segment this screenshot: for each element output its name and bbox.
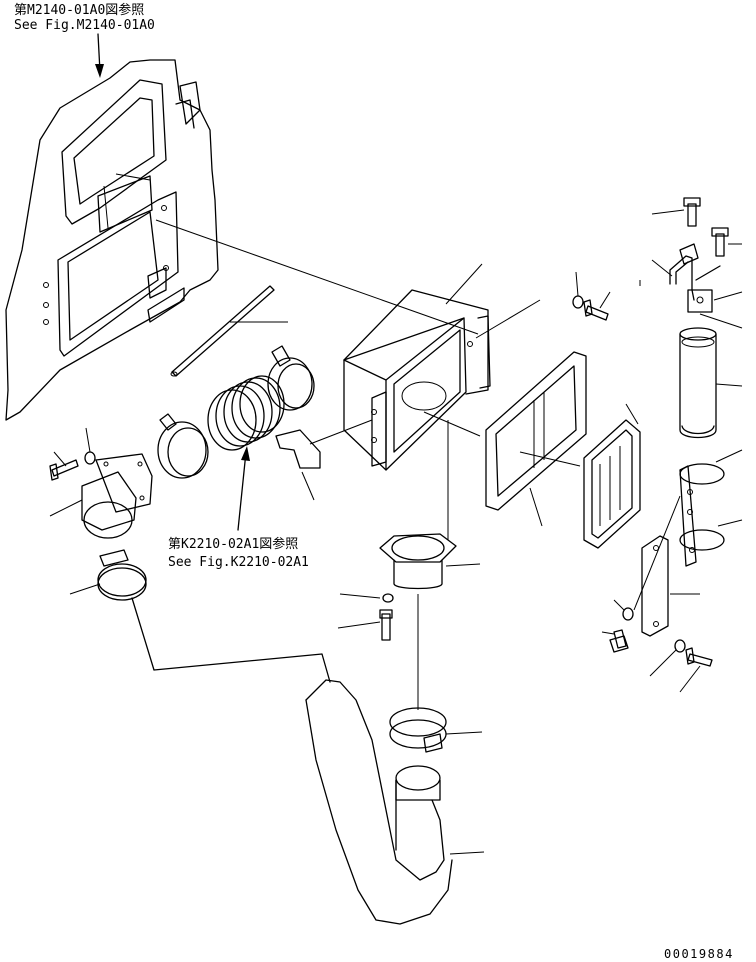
flange-bolt xyxy=(49,451,79,481)
filter-element xyxy=(583,403,641,549)
bolt-r xyxy=(601,629,629,653)
reference-label-mid-en: See Fig.K2210-02A1 xyxy=(168,555,309,570)
filter-frame xyxy=(485,351,587,527)
pipe-rod xyxy=(170,285,288,377)
box-washer xyxy=(572,271,584,309)
plate-washer xyxy=(649,639,686,677)
reference-arrow-top xyxy=(95,33,104,78)
dryer-bolt-a xyxy=(651,197,701,227)
reference-label-top-en: See Fig.M2140-01A0 xyxy=(14,18,155,33)
dryer-bolt-b xyxy=(711,227,742,257)
reference-label-mid-jp: 第K2210-02A1図参照 xyxy=(168,536,298,552)
long-duct xyxy=(131,597,485,925)
rear-hose-clamp xyxy=(267,345,315,411)
elbow-flange xyxy=(49,453,153,539)
leader-clip-right xyxy=(423,411,481,437)
flange-bolt-2 xyxy=(337,609,393,641)
duct-clamp xyxy=(69,549,147,601)
dryer-canister xyxy=(679,327,743,439)
cab-panel xyxy=(5,59,219,421)
leader-box-top xyxy=(475,299,541,339)
dryer-bracket xyxy=(687,265,743,329)
reference-arrow-mid xyxy=(237,446,250,531)
panel-guide-line xyxy=(155,219,479,335)
reference-label-top-jp: 第M2140-01A0図参照 xyxy=(14,2,144,18)
air-cleaner-box xyxy=(343,263,491,471)
box-bolt xyxy=(583,291,611,321)
plate-bolt xyxy=(679,647,713,693)
leader-frame-element xyxy=(519,451,581,467)
clip xyxy=(275,419,373,501)
bellows-clamp xyxy=(157,413,209,479)
lower-clamp xyxy=(389,707,483,753)
rubber-bellows xyxy=(207,375,285,451)
washer-r xyxy=(613,599,634,621)
flange-washer xyxy=(84,427,96,465)
clamp-band xyxy=(679,449,743,567)
mount-plate xyxy=(633,495,700,637)
sensor-cable xyxy=(639,243,699,301)
flange-washer-2 xyxy=(339,593,394,603)
bottom-flange xyxy=(379,420,481,710)
drawing-number: 00019884 xyxy=(664,947,734,961)
